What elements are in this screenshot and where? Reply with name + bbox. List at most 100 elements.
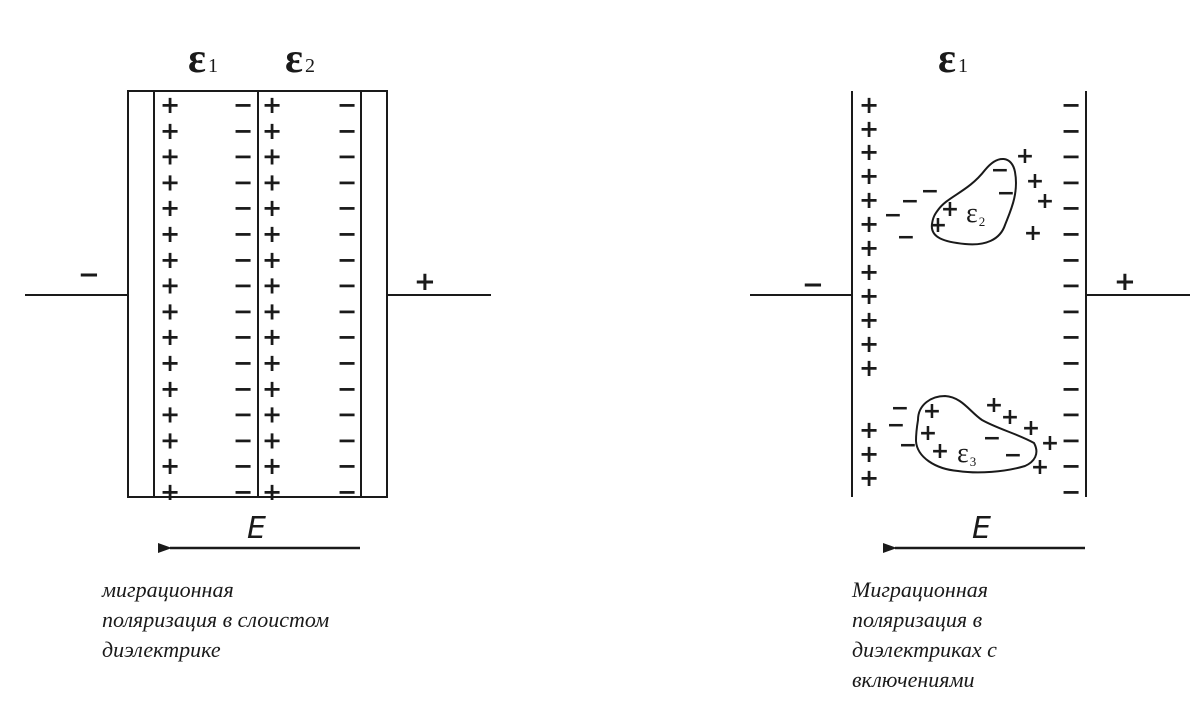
plus-charge: +	[859, 258, 879, 286]
minus-charge: −	[337, 297, 357, 325]
field-label: E	[247, 511, 266, 546]
minus-charge: −	[899, 433, 917, 458]
plus-charge: +	[160, 297, 180, 325]
minus-charge: −	[1061, 297, 1081, 325]
minus-charge: −	[233, 91, 253, 119]
plus-charge: +	[262, 117, 282, 145]
plus-charge: +	[262, 478, 282, 506]
plus-charge: +	[160, 194, 180, 222]
minus-charge: −	[337, 349, 357, 377]
minus-charge: −	[1061, 168, 1081, 196]
plus-charge: +	[859, 91, 879, 119]
plus-charge: +	[262, 401, 282, 429]
plus-charge: +	[859, 464, 879, 492]
inclusion-upper-epsilon: ε2	[966, 198, 985, 229]
plus-charge: +	[859, 330, 879, 358]
minus-charge: −	[921, 179, 939, 204]
minus-charge: −	[983, 426, 1001, 451]
minus-charge: −	[884, 203, 902, 228]
plus-charge: +	[931, 439, 949, 464]
caption-line: Миграционная	[852, 577, 988, 602]
right-terminal-sign: +	[1114, 267, 1136, 297]
minus-charge: −	[233, 220, 253, 248]
minus-charge: −	[991, 158, 1009, 183]
plus-charge: +	[262, 143, 282, 171]
caption-line: диэлектриках с	[852, 637, 997, 662]
plus-charge: +	[985, 393, 1003, 418]
plus-charge: +	[160, 349, 180, 377]
minus-charge: −	[233, 426, 253, 454]
plus-charge: +	[859, 115, 879, 143]
plus-charge: +	[160, 478, 180, 506]
plus-charge: +	[1031, 455, 1049, 480]
minus-charge: −	[233, 375, 253, 403]
plus-charge: +	[160, 323, 180, 351]
caption-line: поляризация в слоистом	[102, 607, 330, 632]
plus-charge: +	[160, 117, 180, 145]
plus-charge: +	[923, 399, 941, 424]
plus-charge: +	[262, 220, 282, 248]
minus-charge: −	[1061, 426, 1081, 454]
minus-charge: −	[337, 426, 357, 454]
minus-charge: −	[337, 323, 357, 351]
plus-charge: +	[262, 272, 282, 300]
minus-charge: −	[1061, 91, 1081, 119]
minus-charge: −	[233, 452, 253, 480]
minus-charge: −	[233, 246, 253, 274]
inclusion-upper	[930, 158, 1017, 246]
plus-charge: +	[859, 354, 879, 382]
plus-charge: +	[262, 297, 282, 325]
minus-charge: −	[233, 168, 253, 196]
plus-charge: +	[160, 375, 180, 403]
minus-charge: −	[337, 143, 357, 171]
minus-charge: −	[337, 220, 357, 248]
layer-charges: +−+−+−+−+−+−+−+−+−+−+−+−+−+−+−+−+−+−+−+−…	[160, 91, 357, 506]
inclusion-lower-epsilon: ε3	[957, 438, 976, 469]
plus-charge: +	[859, 416, 879, 444]
plus-charge: +	[941, 197, 959, 222]
plus-charge: +	[160, 168, 180, 196]
plus-charge: +	[262, 323, 282, 351]
minus-charge: −	[1061, 478, 1081, 506]
minus-charge: −	[233, 143, 253, 171]
plus-charge: +	[160, 426, 180, 454]
minus-charge: −	[337, 375, 357, 403]
minus-charge: −	[233, 478, 253, 506]
plus-charge: +	[859, 138, 879, 166]
plus-charge: +	[859, 282, 879, 310]
plus-charge: +	[160, 91, 180, 119]
caption-line: миграционная	[102, 577, 234, 602]
minus-charge: −	[1061, 117, 1081, 145]
plus-charge: +	[859, 162, 879, 190]
plus-charge: +	[160, 272, 180, 300]
plus-charge: +	[262, 426, 282, 454]
caption-layered: миграционная поляризация в слоистом диэл…	[102, 575, 329, 665]
minus-charge: −	[337, 401, 357, 429]
minus-charge: −	[233, 272, 253, 300]
minus-charge: −	[337, 168, 357, 196]
minus-charge: −	[901, 189, 919, 214]
plus-charge: +	[262, 91, 282, 119]
plus-charge: +	[1024, 221, 1042, 246]
minus-charge: −	[887, 413, 905, 438]
left-terminal-sign: −	[802, 270, 824, 300]
plus-charge: +	[929, 213, 947, 238]
plus-charge: +	[160, 401, 180, 429]
plus-charge: +	[1026, 169, 1044, 194]
minus-charge: −	[1061, 143, 1081, 171]
minus-charge: −	[233, 349, 253, 377]
minus-charge: −	[337, 452, 357, 480]
minus-charge: −	[1061, 194, 1081, 222]
minus-charge: −	[233, 297, 253, 325]
minus-charge: −	[233, 194, 253, 222]
minus-charge: −	[1061, 272, 1081, 300]
minus-charge: −	[1061, 401, 1081, 429]
caption-line: включениями	[852, 667, 975, 692]
plus-charge: +	[160, 452, 180, 480]
plus-charge: +	[262, 168, 282, 196]
